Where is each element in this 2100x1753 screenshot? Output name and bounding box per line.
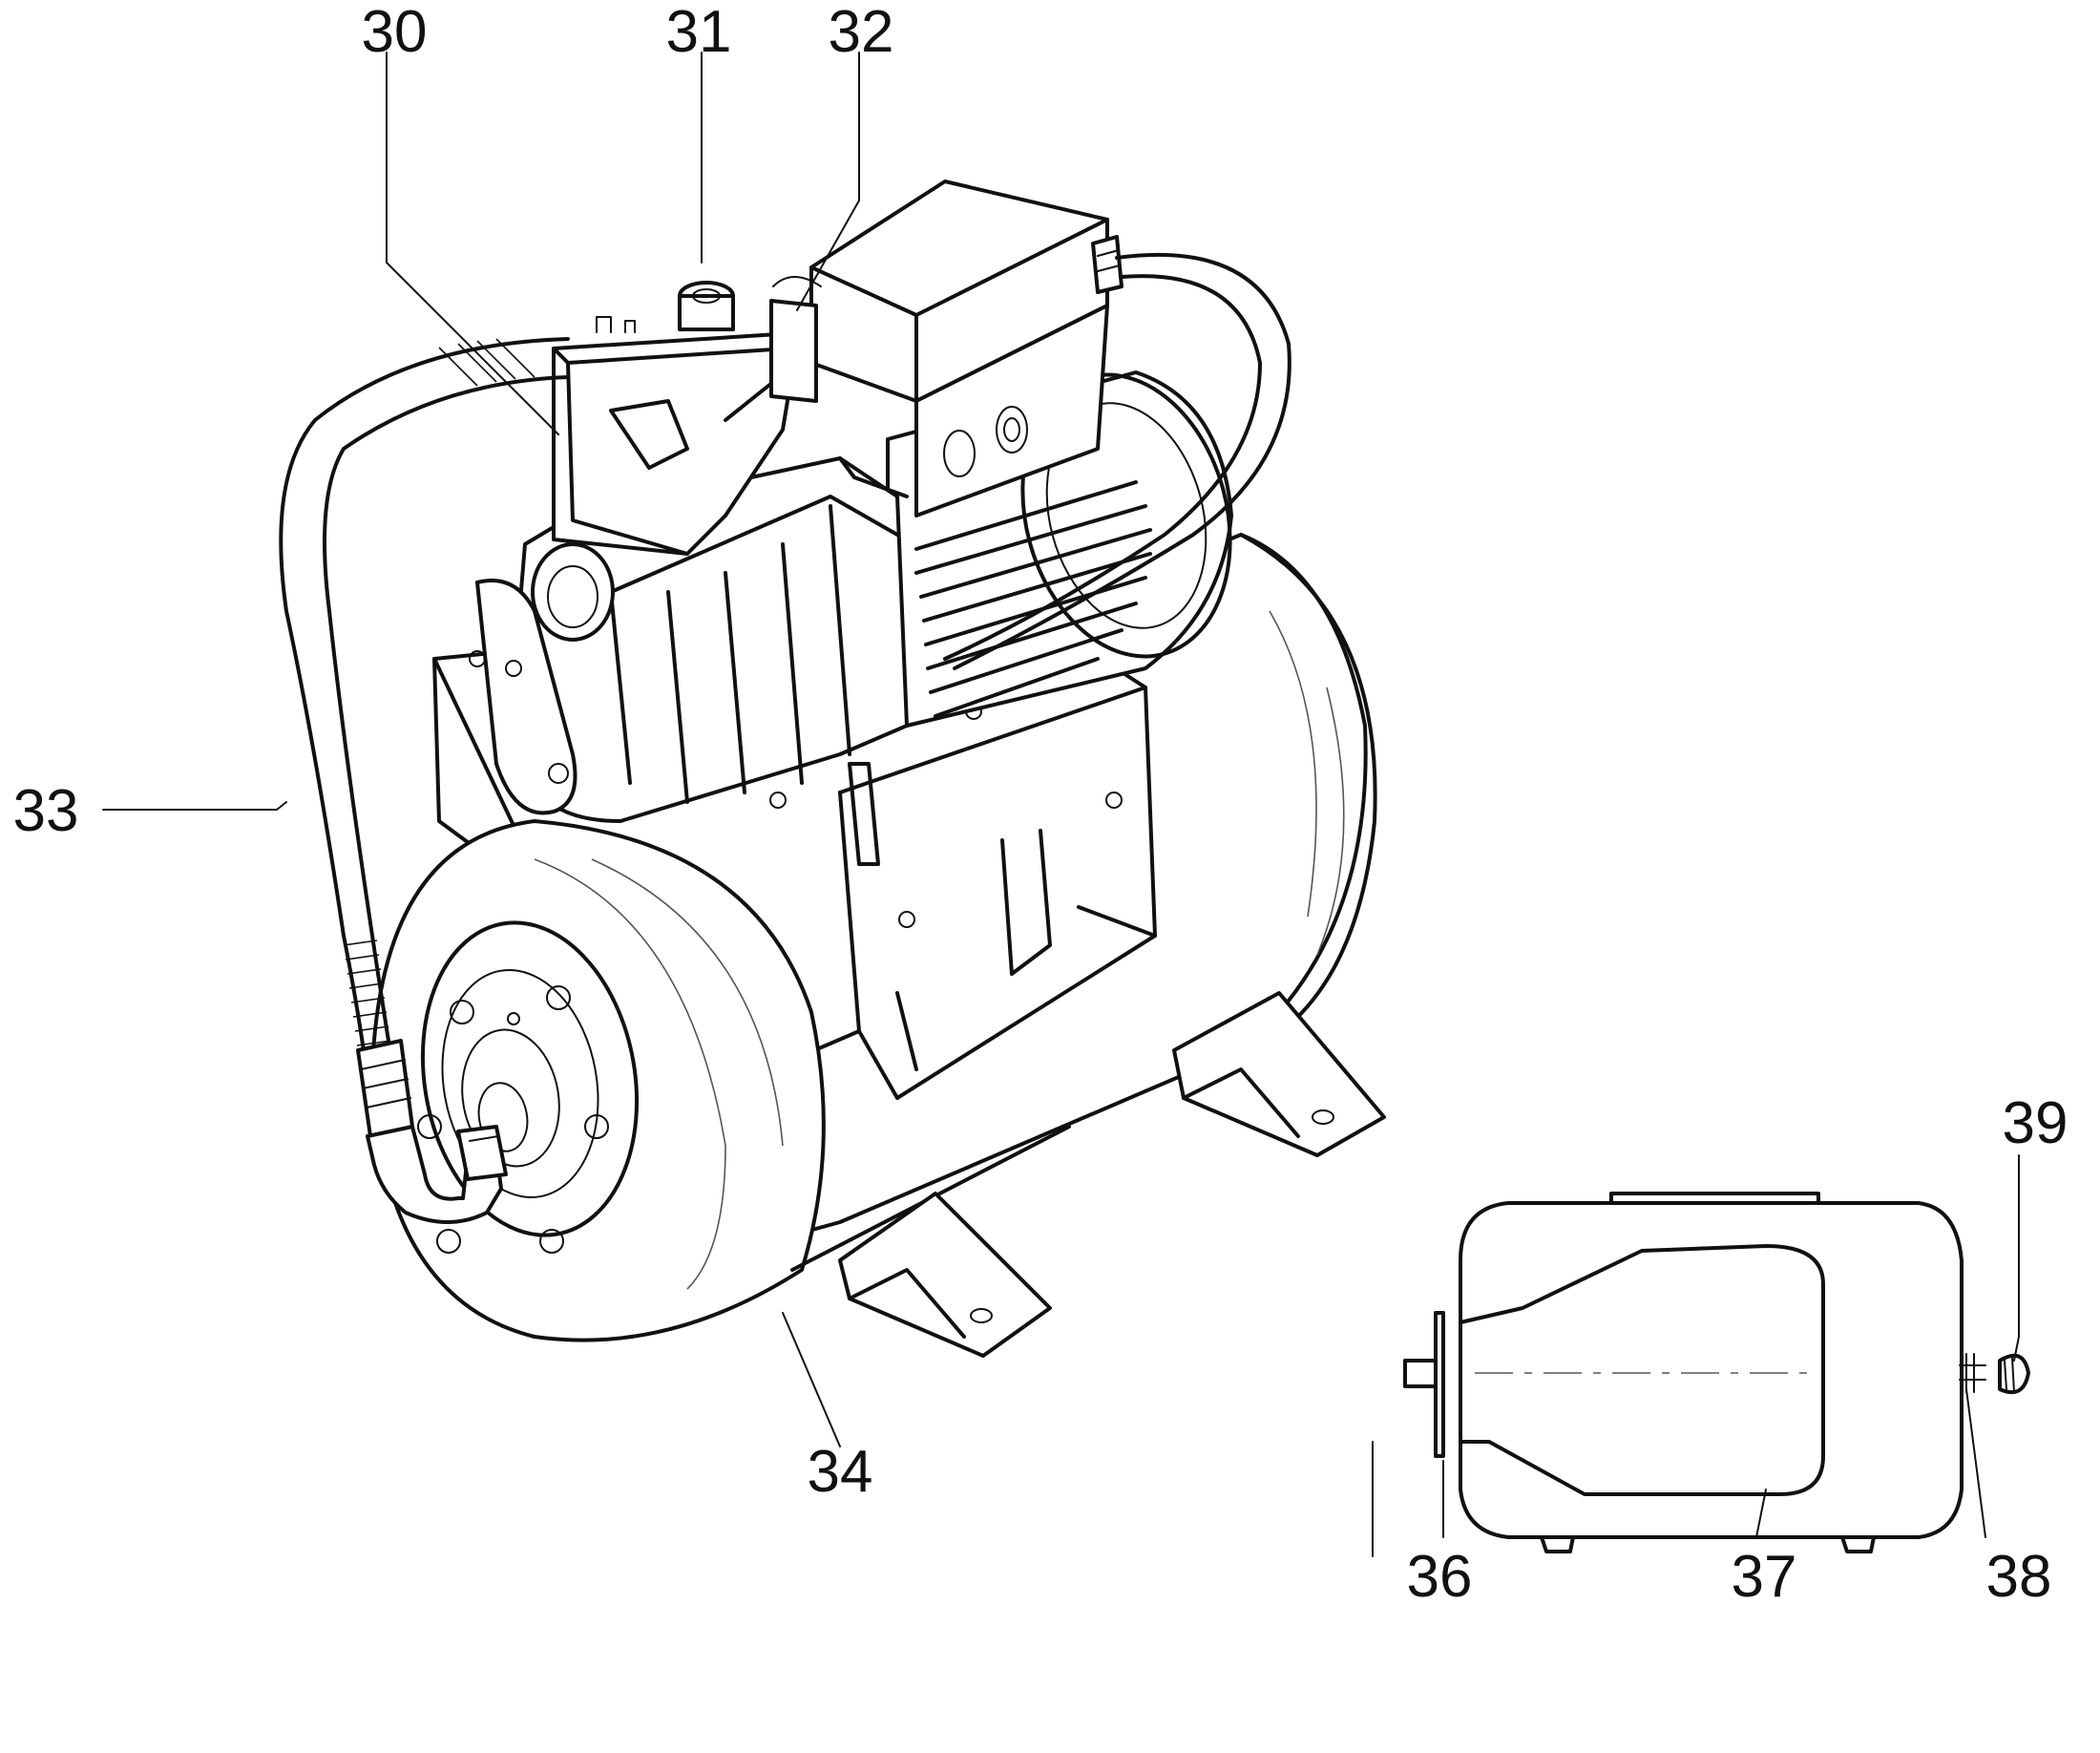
- tank-foot-front: [838, 1192, 1052, 1358]
- callout-38: 38: [1986, 1544, 2052, 1610]
- callout-37: 37: [1732, 1544, 1797, 1610]
- callout-31: 31: [666, 0, 732, 65]
- callout-32: 32: [829, 0, 894, 65]
- tank-section-inset: [1372, 1192, 2030, 1557]
- callout-30: 30: [362, 0, 428, 65]
- pump-assembly-drawing: [279, 180, 1386, 1358]
- power-cable: [943, 253, 1292, 670]
- pump-housing: [475, 456, 909, 823]
- callout-39: 39: [2003, 1090, 2068, 1156]
- pressure-switch: [552, 276, 822, 556]
- terminal-box: [809, 180, 1124, 517]
- callout-34: 34: [808, 1439, 873, 1505]
- leader-33: [102, 801, 287, 811]
- callout-33: 33: [13, 778, 79, 844]
- leader-lines: [102, 52, 2020, 1538]
- flexible-hose: [279, 337, 570, 1224]
- leader-32: [796, 52, 860, 311]
- leader-38: [1965, 1388, 1986, 1538]
- leader-39: [2013, 1154, 2020, 1362]
- leader-30: [386, 52, 559, 435]
- tank-foot-rear: [1172, 991, 1386, 1157]
- leader-34: [782, 1312, 841, 1447]
- callout-36: 36: [1407, 1544, 1473, 1610]
- callout-labels: 30 31 32 33 34 36 37 38 39: [13, 0, 2068, 1610]
- leader-37: [1755, 1489, 1767, 1538]
